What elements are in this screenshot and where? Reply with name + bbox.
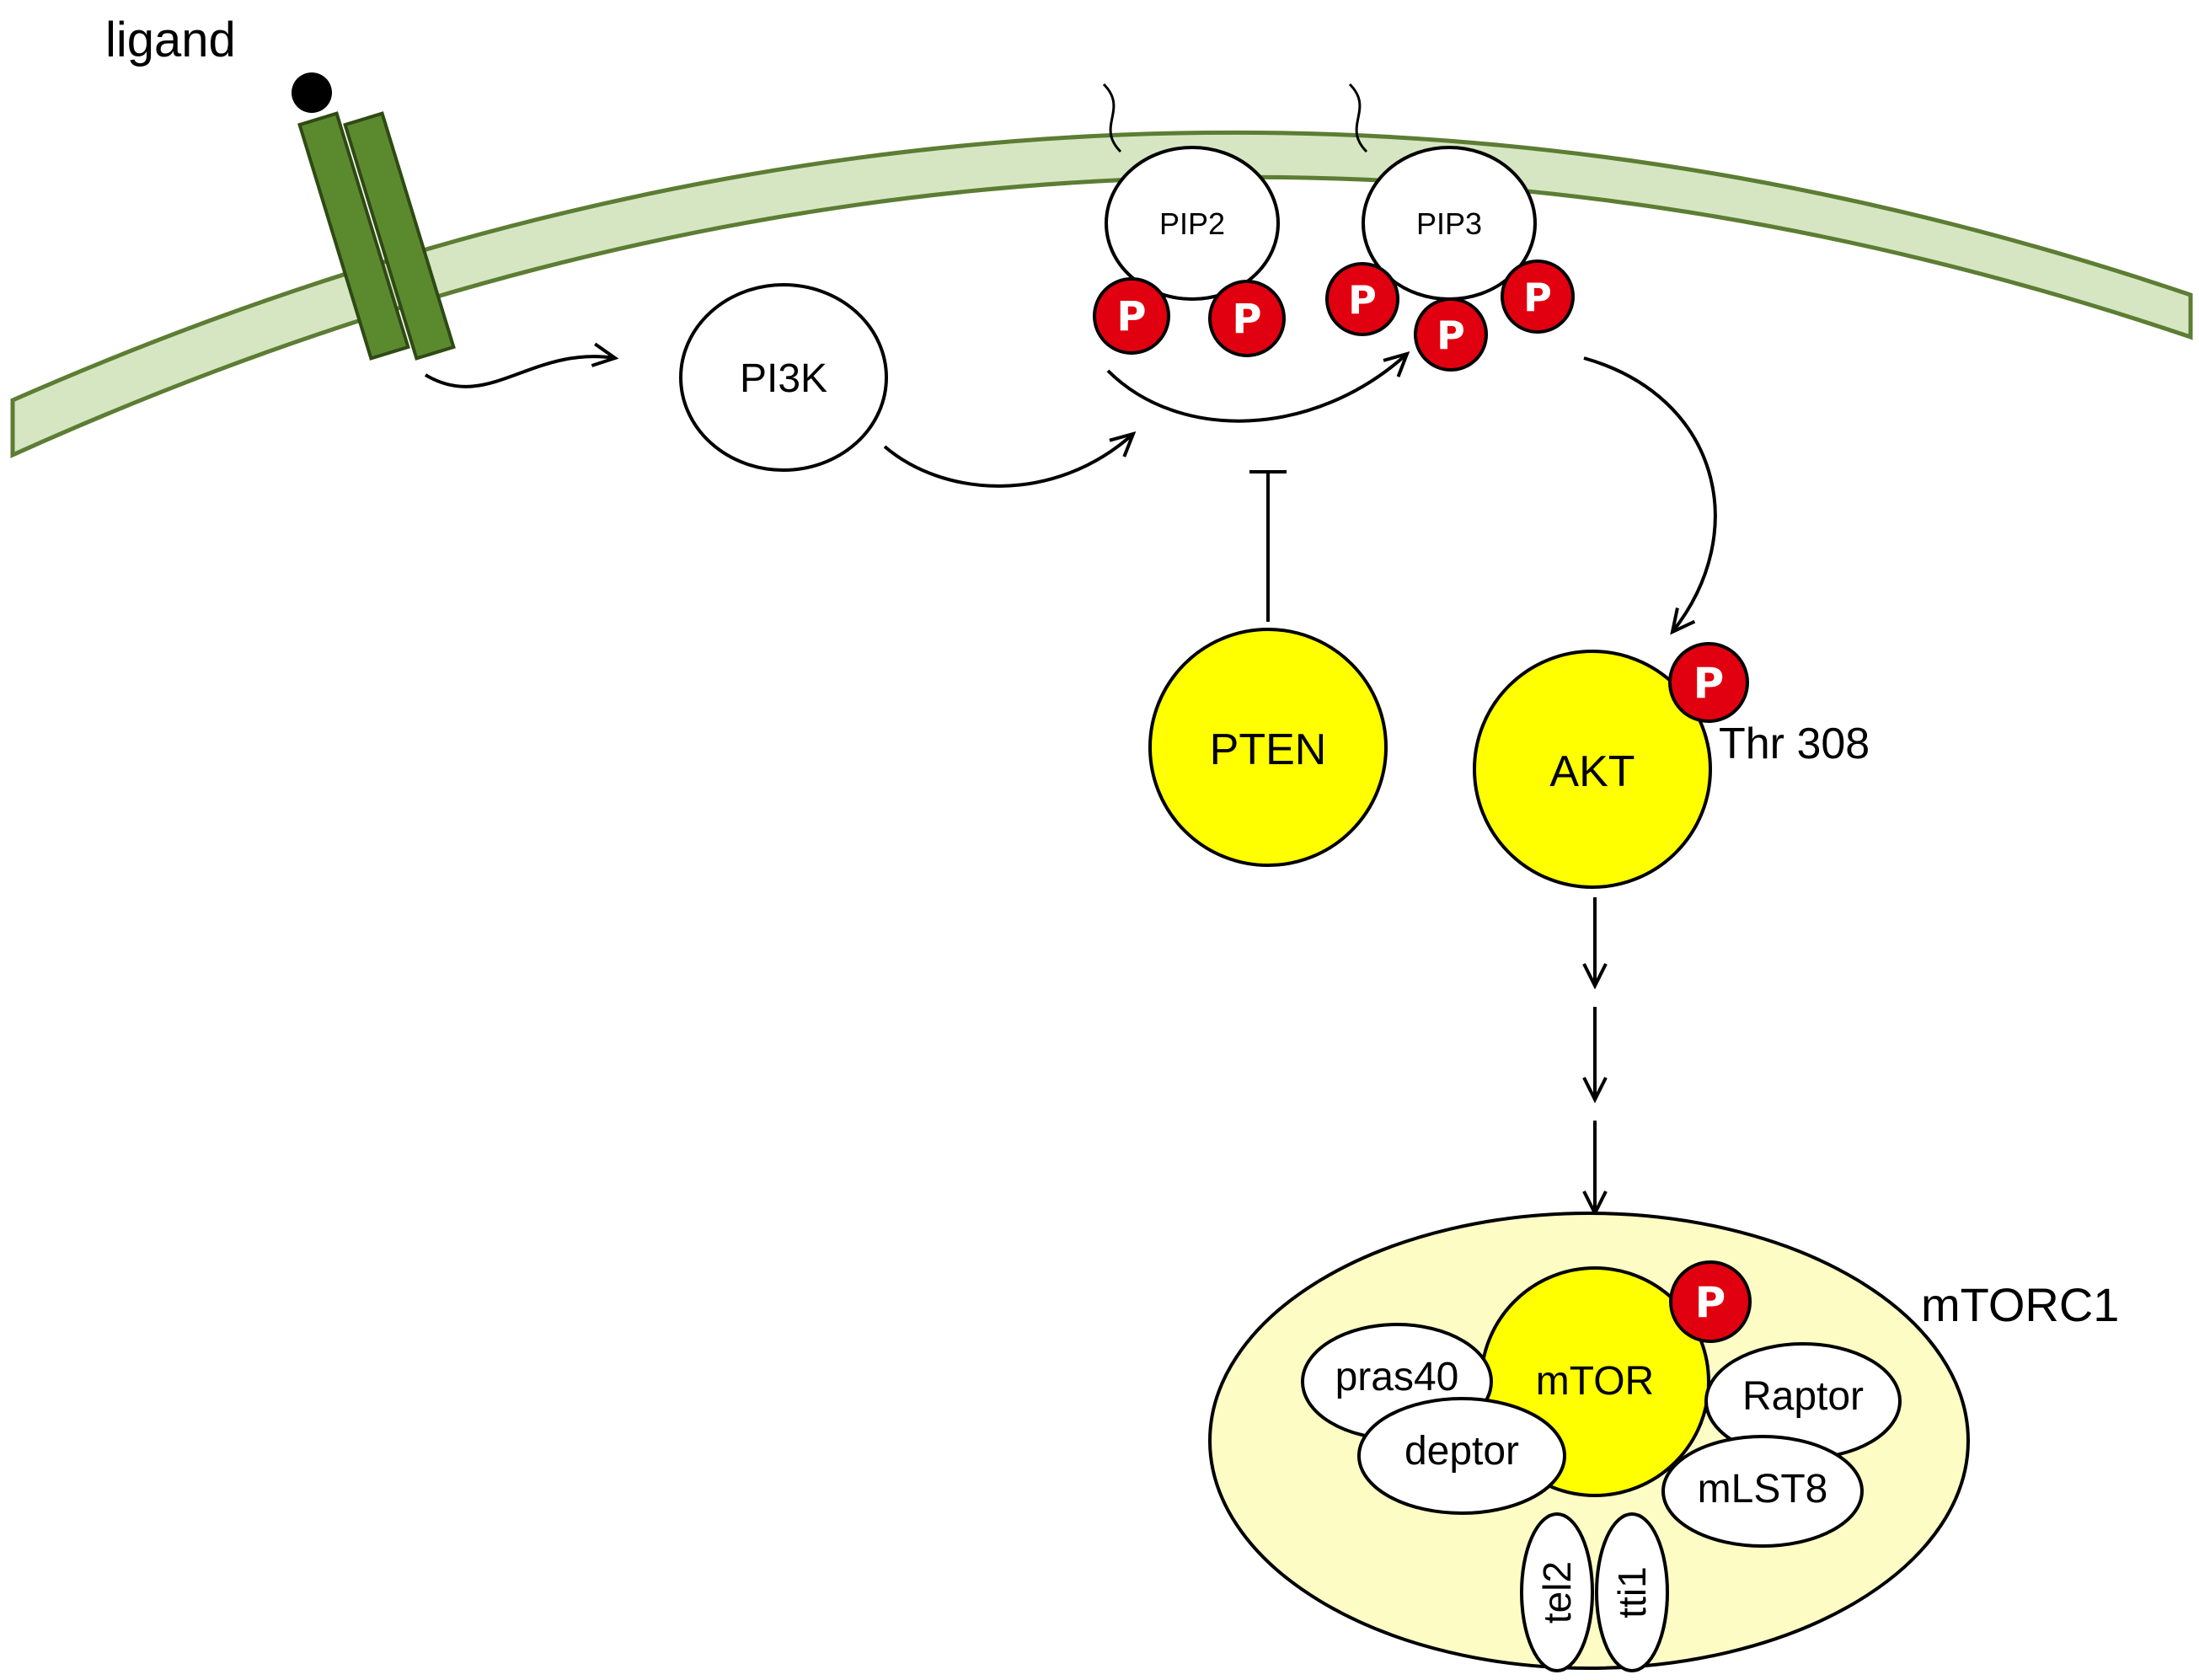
phospho-label: P <box>1437 313 1465 358</box>
phospho-label: P <box>1695 1278 1726 1327</box>
arrow-pip2-to-pip3 <box>1106 354 1407 423</box>
pip2-label: PIP2 <box>1159 206 1225 241</box>
phospho-label: P <box>1348 277 1377 323</box>
pip2-node <box>1105 146 1280 301</box>
mtorc1-label: mTORC1 <box>1921 1278 2119 1331</box>
thr308-label: Thr 308 <box>1719 720 1870 768</box>
tel2-label: tel2 <box>1535 1561 1579 1624</box>
pip2-phospho-2: P <box>1208 280 1286 357</box>
pip3-phospho-3: P <box>1501 259 1575 334</box>
akt-node <box>1473 650 1712 889</box>
cell-membrane <box>10 130 2193 458</box>
ligand-dot <box>292 72 332 113</box>
pi3k-node <box>679 283 888 472</box>
deptor-node <box>1357 1397 1566 1515</box>
akt-label: AKT <box>1549 747 1635 796</box>
pip2-tail <box>1102 83 1122 153</box>
deptor-label: deptor <box>1404 1429 1519 1474</box>
tti1-label: tti1 <box>1610 1566 1654 1618</box>
phospho-label: P <box>1232 296 1261 343</box>
pi3k-label: PI3K <box>740 356 827 401</box>
mlst8-label: mLST8 <box>1698 1467 1828 1511</box>
arrow-pip3-to-akt <box>1583 356 1717 632</box>
raptor-label: Raptor <box>1742 1374 1864 1419</box>
pip3-phospho-1: P <box>1325 262 1399 336</box>
mlst8-node <box>1661 1435 1864 1548</box>
arrow-receptor-to-pi3k <box>424 356 615 388</box>
pten-label: PTEN <box>1210 725 1327 774</box>
phospho-label: P <box>1693 659 1725 708</box>
pip3-label: PIP3 <box>1416 206 1482 241</box>
tel2-node <box>1520 1512 1594 1672</box>
mtor-phospho: P <box>1669 1260 1752 1343</box>
mtor-label: mTOR <box>1536 1359 1654 1404</box>
tti1-node <box>1595 1512 1669 1672</box>
ligand-label: ligand <box>105 13 236 67</box>
phospho-label: P <box>1523 275 1552 320</box>
pten-node <box>1148 628 1388 867</box>
pip2-phospho-1: P <box>1093 277 1170 355</box>
pip3-phospho-2: P <box>1414 297 1488 372</box>
akt-phospho: P <box>1668 642 1749 723</box>
pten-inhibition-line <box>1249 470 1287 622</box>
receptor <box>297 111 456 361</box>
phospho-label: P <box>1116 293 1146 340</box>
pip3-tail <box>1348 83 1368 153</box>
arrow-pi3k-to-reaction <box>883 434 1133 488</box>
pras40-label: pras40 <box>1335 1355 1459 1399</box>
